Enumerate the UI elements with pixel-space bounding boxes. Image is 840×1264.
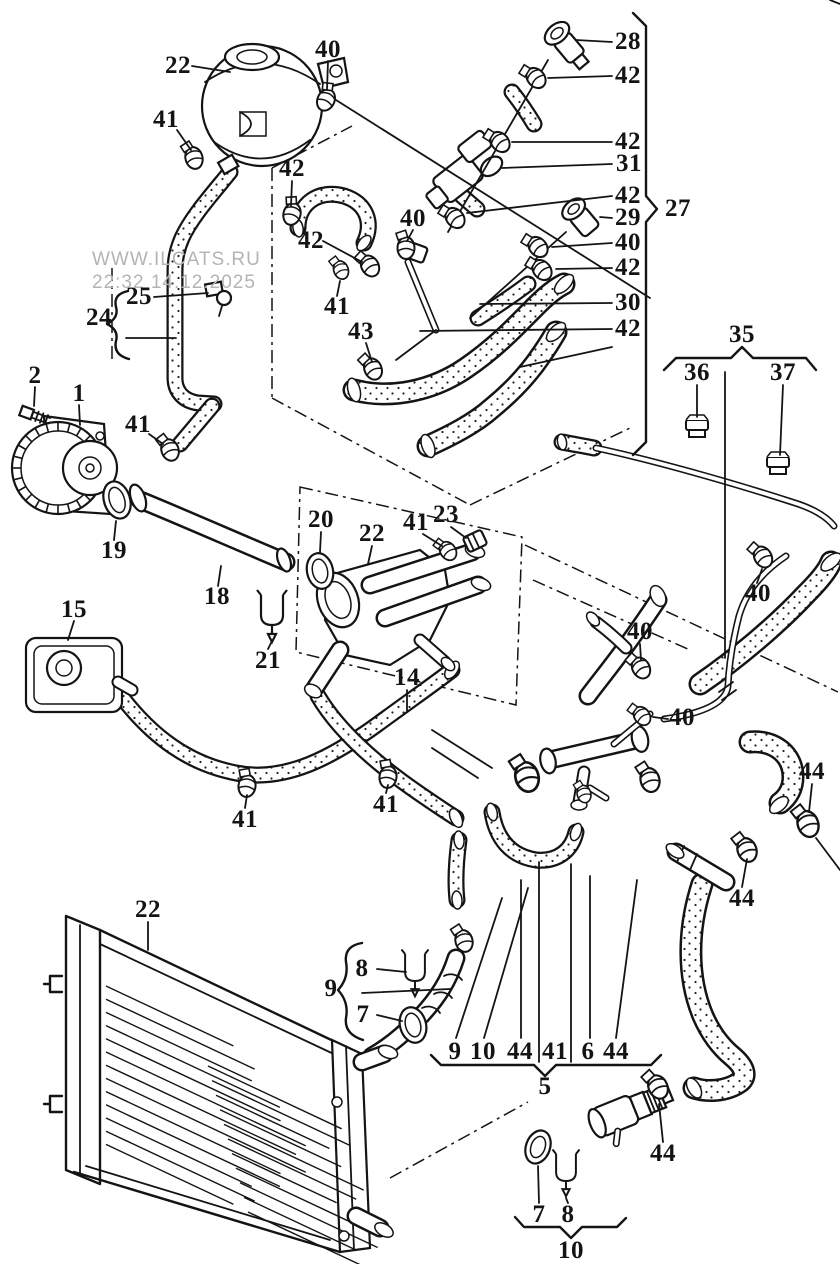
part-callout-15: 15 [61,596,87,623]
part-callout-42: 42 [615,254,641,281]
part-callout-41: 41 [403,509,429,536]
part-callout-20: 20 [308,506,334,533]
part-callout-40: 40 [669,704,695,731]
part-callout-25: 25 [126,283,152,310]
fitting-23 [462,529,488,553]
hose-cuffs [292,218,840,1099]
part-callout-23: 23 [433,501,459,528]
part-callout-44: 44 [799,758,825,785]
part-callout-10: 10 [470,1038,496,1065]
pump-bolt [17,404,52,426]
part-callout-18: 18 [204,583,230,610]
water-pump [10,414,119,516]
t-connector [539,710,654,811]
metal-pipes [128,483,726,1056]
connector-28 [543,20,591,71]
part-callout-9: 9 [448,1038,462,1065]
radiator [42,914,399,1264]
part-callout-36: 36 [684,359,710,386]
part-callout-29: 29 [615,204,641,231]
part-callout-41: 41 [542,1038,568,1065]
part-callout-41: 41 [125,411,151,438]
sensor-31 [425,129,504,210]
part-callout-2: 2 [28,362,42,389]
group-brackets [105,11,818,1240]
part-callout-8: 8 [561,1201,575,1228]
part-callout-42: 42 [615,62,641,89]
part-callout-41: 41 [232,806,258,833]
part-callout-7: 7 [356,1001,370,1028]
part-callout-24: 24 [86,304,112,331]
part-callout-8: 8 [355,955,369,982]
part-callout-6: 6 [581,1038,595,1065]
thermostat-housing [303,529,492,699]
part-callout-27: 27 [665,195,691,222]
coolant-hoses [118,92,840,1101]
part-callout-42: 42 [615,315,641,342]
part-callout-42: 42 [279,155,305,182]
breather-pipe [596,448,834,719]
leader-lines [33,39,840,1204]
part-callout-31: 31 [616,150,642,177]
o-rings [102,480,552,1165]
bleed-valve-25 [203,280,233,317]
part-callout-1: 1 [72,380,86,407]
part-callout-44: 44 [603,1038,629,1065]
part-callout-42: 42 [615,128,641,155]
part-callout-37: 37 [770,359,796,386]
part-callout-9: 9 [324,975,338,1002]
part-callout-43: 43 [348,318,374,345]
part-callout-22: 22 [135,896,161,923]
part-callout-22: 22 [359,520,385,547]
part-callout-44: 44 [650,1140,676,1167]
part-callout-41: 41 [324,293,350,320]
part-callout-22: 22 [165,52,191,79]
watermark-timestamp: 22:32 14.12.2025 [92,272,256,293]
part-callout-28: 28 [615,28,641,55]
part-callout-40: 40 [400,205,426,232]
part-callout-40: 40 [745,580,771,607]
part-callout-30: 30 [615,289,641,316]
part-callout-42: 42 [298,227,324,254]
part-callout-5: 5 [538,1073,552,1100]
part-callout-42: 42 [615,182,641,209]
part-callout-14: 14 [394,664,420,691]
part-callout-21: 21 [255,647,281,674]
part-callout-19: 19 [101,537,127,564]
construction-lines [111,0,840,1179]
part-callout-44: 44 [507,1038,533,1065]
part-callout-10: 10 [558,1237,584,1264]
part-callout-40: 40 [615,229,641,256]
oil-cooler [24,636,139,714]
part-callout-35: 35 [729,321,755,348]
connector-29 [561,197,600,238]
part-callout-44: 44 [729,885,755,912]
watermark-site: WWW.ILCATS.RU [92,249,261,270]
part-callout-7: 7 [532,1201,546,1228]
part-callout-40: 40 [627,618,653,645]
watermark: WWW.ILCATS.RU 22:32 14.12.2025 [92,248,261,294]
part-callout-41: 41 [153,106,179,133]
part-callout-41: 41 [373,791,399,818]
part-callout-40: 40 [315,36,341,63]
